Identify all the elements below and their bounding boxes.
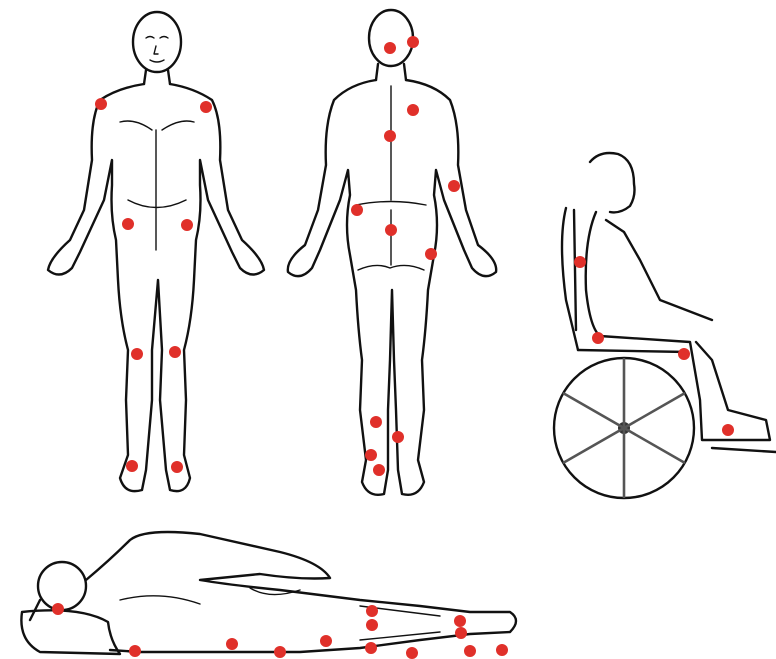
pressure-point-seated-wheelchair-1 bbox=[574, 256, 586, 268]
pressure-point-back-8 bbox=[448, 180, 460, 192]
pressure-point-back-6 bbox=[385, 224, 397, 236]
pressure-point-side-lying-3 bbox=[226, 638, 238, 650]
pressure-point-side-lying-8 bbox=[366, 619, 378, 631]
pressure-point-back-5 bbox=[351, 204, 363, 216]
figure-side-lying bbox=[21, 532, 516, 654]
figure-back-view bbox=[288, 10, 496, 495]
pressure-point-side-lying-5 bbox=[320, 635, 332, 647]
figure-front-view bbox=[48, 12, 264, 491]
pressure-point-back-3 bbox=[407, 104, 419, 116]
pressure-point-front-5 bbox=[131, 348, 143, 360]
pressure-point-back-9 bbox=[370, 416, 382, 428]
pressure-point-front-7 bbox=[126, 460, 138, 472]
pressure-point-side-lying-10 bbox=[454, 615, 466, 627]
pressure-point-front-1 bbox=[95, 98, 107, 110]
pressure-point-side-lying-4 bbox=[274, 646, 286, 658]
pressure-point-back-11 bbox=[365, 449, 377, 461]
pressure-point-back-4 bbox=[384, 130, 396, 142]
pressure-point-side-lying-7 bbox=[366, 605, 378, 617]
pressure-point-back-2 bbox=[407, 36, 419, 48]
pressure-point-side-lying-2 bbox=[129, 645, 141, 657]
pressure-point-side-lying-6 bbox=[365, 642, 377, 654]
pressure-point-front-2 bbox=[200, 101, 212, 113]
pressure-point-back-7 bbox=[425, 248, 437, 260]
pressure-point-back-1 bbox=[384, 42, 396, 54]
pressure-point-back-10 bbox=[392, 431, 404, 443]
pressure-point-front-3 bbox=[122, 218, 134, 230]
pressure-point-front-6 bbox=[169, 346, 181, 358]
pressure-point-side-lying-11 bbox=[455, 627, 467, 639]
pressure-point-front-8 bbox=[171, 461, 183, 473]
pressure-point-back-12 bbox=[373, 464, 385, 476]
pressure-point-seated-wheelchair-4 bbox=[722, 424, 734, 436]
pressure-point-side-lying-13 bbox=[496, 644, 508, 656]
pressure-point-side-lying-1 bbox=[52, 603, 64, 615]
figure-seated-wheelchair bbox=[554, 153, 776, 498]
pressure-point-side-lying-9 bbox=[406, 647, 418, 659]
pressure-point-seated-wheelchair-3 bbox=[678, 348, 690, 360]
pressure-point-seated-wheelchair-2 bbox=[592, 332, 604, 344]
pressure-point-front-4 bbox=[181, 219, 193, 231]
pressure-point-side-lying-12 bbox=[464, 645, 476, 657]
